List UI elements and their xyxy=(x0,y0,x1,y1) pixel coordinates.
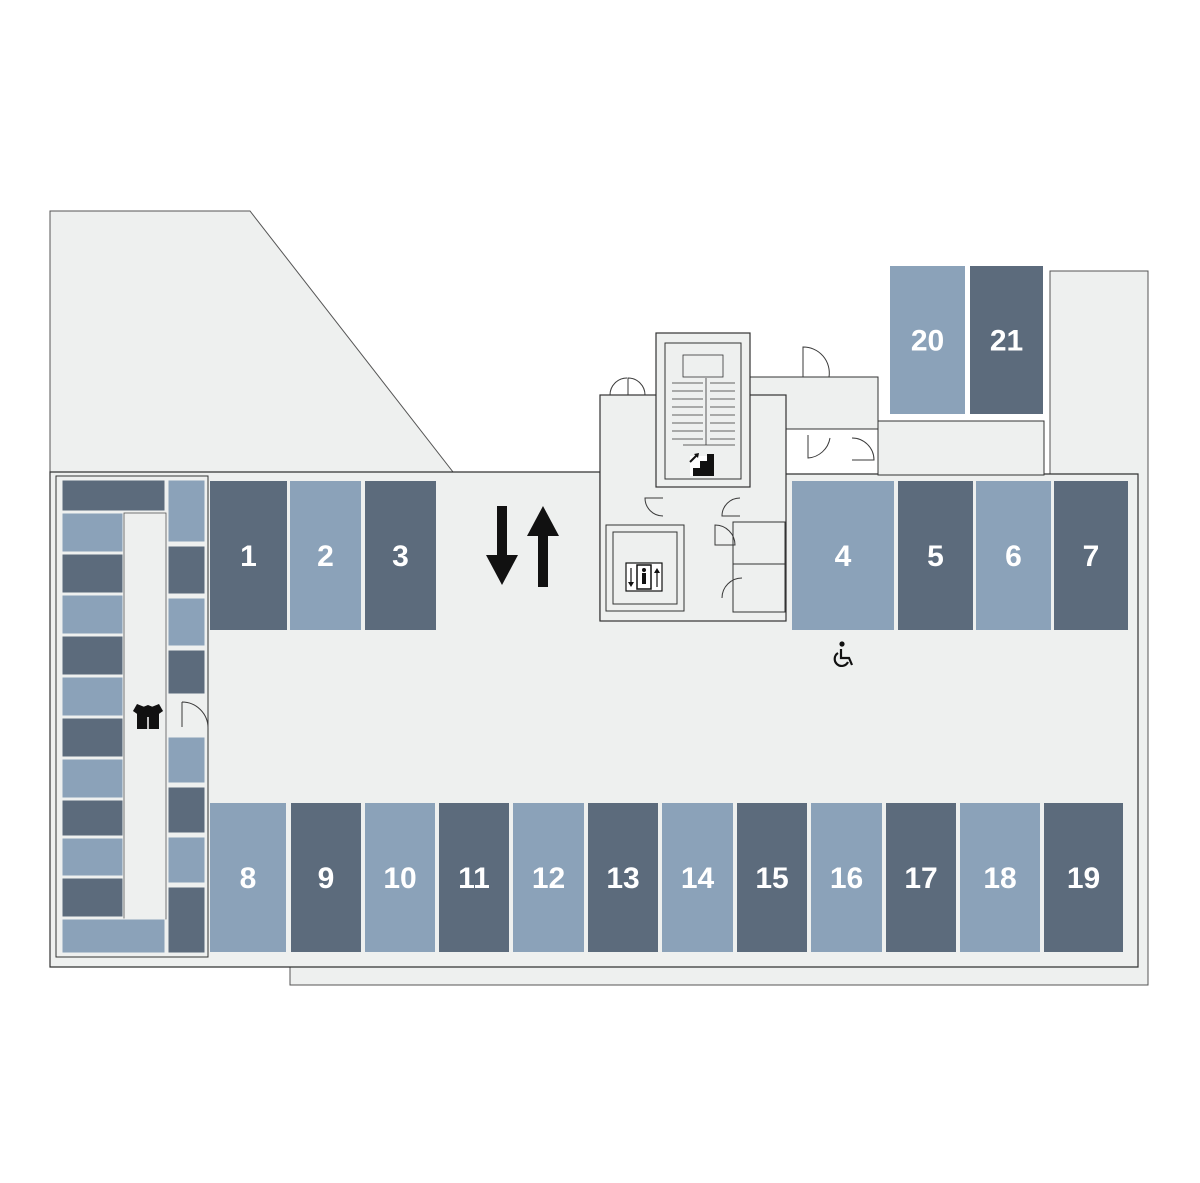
parking-spot-number: 13 xyxy=(606,862,639,895)
storage-locker[interactable] xyxy=(168,737,205,783)
door-swing xyxy=(628,378,645,395)
storage-locker[interactable] xyxy=(62,878,123,917)
parking-spot-20[interactable]: 20 xyxy=(890,266,965,414)
parking-spot-number: 17 xyxy=(904,862,937,895)
storage-locker[interactable] xyxy=(62,480,165,511)
storage-locker[interactable] xyxy=(168,787,205,833)
parking-spot-10[interactable]: 10 xyxy=(365,803,435,952)
upper-left-slab xyxy=(50,211,453,478)
parking-spot-number: 15 xyxy=(755,862,788,895)
door-swing xyxy=(852,438,874,460)
storage-locker[interactable] xyxy=(168,480,205,542)
parking-spot-13[interactable]: 13 xyxy=(588,803,658,952)
parking-spot-12[interactable]: 12 xyxy=(513,803,584,952)
elevator-icon xyxy=(626,563,662,591)
parking-spot-19[interactable]: 19 xyxy=(1044,803,1123,952)
parking-spot-number: 9 xyxy=(318,862,335,895)
storage-locker[interactable] xyxy=(62,919,165,953)
parking-spot-14[interactable]: 14 xyxy=(662,803,733,952)
storage-box-icon xyxy=(133,704,163,729)
parking-spot-3[interactable]: 3 xyxy=(365,481,436,630)
parking-spot-number: 1 xyxy=(240,540,257,573)
parking-spot-2[interactable]: 2 xyxy=(290,481,361,630)
parking-spot-number: 3 xyxy=(392,540,409,573)
stairs-icon xyxy=(690,453,714,476)
upper-right-annex xyxy=(878,421,1044,475)
parking-spot-11[interactable]: 11 xyxy=(439,803,509,952)
storage-locker[interactable] xyxy=(62,636,123,675)
storage-locker[interactable] xyxy=(62,838,123,876)
door-swing xyxy=(808,435,830,458)
parking-spot-number: 12 xyxy=(532,862,565,895)
parking-spot-number: 6 xyxy=(1005,540,1022,573)
parking-spot-number: 4 xyxy=(835,540,852,573)
door-swing xyxy=(610,378,627,395)
parking-spot-7[interactable]: 7 xyxy=(1054,481,1128,630)
parking-spot-8[interactable]: 8 xyxy=(210,803,286,952)
parking-spot-4[interactable]: 4 xyxy=(792,481,894,630)
storage-locker[interactable] xyxy=(168,887,205,953)
storage-locker[interactable] xyxy=(62,677,123,716)
parking-spot-number: 2 xyxy=(317,540,334,573)
parking-spot-9[interactable]: 9 xyxy=(291,803,361,952)
door-swing xyxy=(803,347,829,377)
parking-spot-number: 20 xyxy=(911,325,944,358)
parking-spot-number: 19 xyxy=(1067,862,1100,895)
parking-spot-number: 11 xyxy=(458,862,490,895)
parking-spot-18[interactable]: 18 xyxy=(960,803,1040,952)
parking-spot-15[interactable]: 15 xyxy=(737,803,807,952)
parking-spot-number: 18 xyxy=(983,862,1016,895)
storage-locker[interactable] xyxy=(62,595,123,634)
parking-spot-number: 8 xyxy=(240,862,257,895)
parking-spot-number: 5 xyxy=(927,540,944,573)
parking-spot-17[interactable]: 17 xyxy=(886,803,956,952)
parking-spot-number: 7 xyxy=(1083,540,1100,573)
parking-spot-number: 21 xyxy=(990,325,1023,358)
storage-locker[interactable] xyxy=(168,837,205,883)
storage-locker[interactable] xyxy=(62,800,123,836)
storage-locker[interactable] xyxy=(62,718,123,757)
storage-locker[interactable] xyxy=(62,513,123,552)
storage-locker[interactable] xyxy=(168,546,205,594)
parking-spot-5[interactable]: 5 xyxy=(898,481,973,630)
parking-spot-number: 16 xyxy=(830,862,863,895)
storage-locker[interactable] xyxy=(62,759,123,798)
parking-spot-1[interactable]: 1 xyxy=(210,481,287,630)
storage-locker[interactable] xyxy=(168,650,205,694)
storage-locker[interactable] xyxy=(62,554,123,593)
parking-spot-16[interactable]: 16 xyxy=(811,803,882,952)
parking-spot-21[interactable]: 21 xyxy=(970,266,1043,414)
storage-locker[interactable] xyxy=(168,598,205,646)
parking-spot-6[interactable]: 6 xyxy=(976,481,1051,630)
parking-spot-number: 10 xyxy=(383,862,416,895)
parking-spot-number: 14 xyxy=(681,862,715,895)
